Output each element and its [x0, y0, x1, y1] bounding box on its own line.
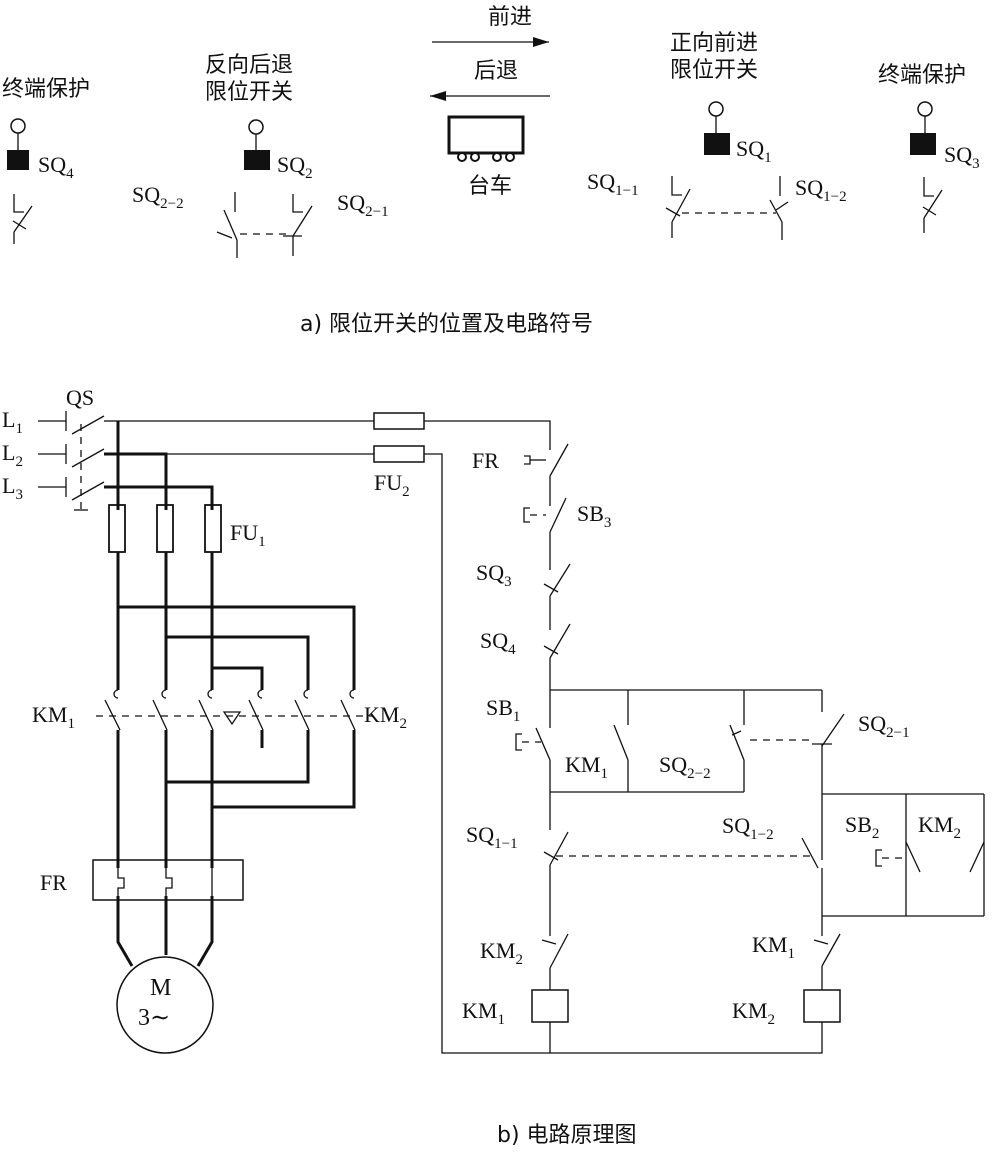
- fr-thermal-relay: [92, 859, 244, 901]
- backward-arrowhead: [430, 91, 446, 101]
- ctrl-fr-label: FR: [472, 448, 499, 473]
- km2-coil-label: KM2: [732, 998, 775, 1028]
- ctrl-sq3-label: SQ3: [476, 560, 512, 590]
- sq2-contact-pair-symbol: [216, 192, 313, 258]
- limit-switch-layout: 前进 后退 台车 终端保护 SQ4 反向后退 限: [2, 5, 980, 337]
- sq1-label: SQ1: [736, 136, 772, 166]
- reverse-limit-label-line1: 反向后退: [205, 53, 293, 78]
- sb1-button-icon: [515, 733, 522, 751]
- qs-knife-switch: [38, 411, 118, 511]
- km2-coil: [803, 989, 841, 1023]
- fr-heater-2: [165, 868, 173, 896]
- sb2-button-icon: [875, 849, 882, 867]
- main-power-circuit: QS L1 L2 L3: [2, 385, 407, 1054]
- l3-label: L3: [2, 473, 23, 503]
- km2-nc-label: KM2: [480, 938, 523, 968]
- sq1-2-label: SQ1−2: [795, 175, 847, 205]
- l1-label: L1: [2, 407, 23, 437]
- forward-label: 前进: [488, 5, 532, 30]
- sq2-limit-switch-icon: [244, 119, 270, 170]
- km1-coil: [531, 989, 569, 1023]
- l2-label: L2: [2, 440, 23, 470]
- reverse-limit-label-line2: 限位开关: [205, 80, 293, 105]
- fr-main-label: FR: [40, 870, 67, 895]
- control-circuit: FU2 FR SB3 SQ3 SQ4 SB1: [373, 412, 985, 1148]
- sq4-nc-contact-symbol: [12, 194, 33, 244]
- qs-label: QS: [66, 385, 94, 410]
- ctrl-sq2-1-label: SQ2−1: [858, 711, 910, 741]
- sq3-limit-switch-icon: [910, 101, 936, 155]
- backward-label: 后退: [474, 59, 518, 84]
- motor-phase-label: 3∼: [138, 1005, 170, 1031]
- km1-aux-label: KM1: [565, 752, 608, 782]
- ctrl-sq1-1-label: SQ1−1: [466, 822, 518, 852]
- sq1-contact-pair-symbol: [665, 176, 789, 240]
- sq3-label: SQ3: [944, 142, 980, 172]
- fu2-label: FU2: [374, 470, 410, 500]
- caption-b: b) 电路原理图: [497, 1123, 637, 1148]
- ctrl-sq4-label: SQ4: [480, 628, 516, 658]
- forward-arrowhead: [533, 37, 549, 47]
- caption-a: a) 限位开关的位置及电路符号: [300, 312, 593, 337]
- fu1-fuses: [108, 504, 222, 553]
- cart: [447, 115, 525, 162]
- sq4-label: SQ4: [38, 152, 74, 182]
- right-end-protection-label: 终端保护: [878, 63, 966, 88]
- fr-heater-1: [117, 868, 125, 896]
- km1-nc-label: KM1: [752, 932, 795, 962]
- sb1-label: SB1: [486, 695, 520, 725]
- sq1-limit-switch-icon: [704, 101, 730, 155]
- forward-limit-label-line1: 正向前进: [670, 31, 758, 56]
- ctrl-sq2-2-label: SQ2−2: [659, 752, 711, 782]
- motor-m-label: M: [150, 975, 171, 1001]
- sb2-label: SB2: [845, 812, 879, 842]
- fr-contact-actuator: [524, 455, 531, 465]
- fu1-label: FU1: [230, 520, 266, 550]
- mechanical-interlock-icon: [222, 711, 242, 726]
- sb3-label: SB3: [577, 501, 611, 531]
- sq3-nc-contact-symbol: [922, 177, 943, 233]
- sq4-limit-switch-icon: [7, 118, 29, 170]
- km2-aux-label: KM2: [918, 812, 961, 842]
- left-end-protection-label: 终端保护: [2, 77, 90, 102]
- sb3-button-icon: [523, 507, 530, 523]
- motor-icon: [116, 956, 214, 1054]
- sq1-1-label: SQ1−1: [587, 169, 639, 199]
- sq2-1-label: SQ2−1: [337, 190, 389, 220]
- sq2-label: SQ2: [277, 152, 313, 182]
- fu2-fuses: [373, 412, 425, 463]
- ctrl-sq1-2-label: SQ1−2: [722, 813, 774, 843]
- forward-limit-label-line2: 限位开关: [670, 58, 758, 83]
- sq2-2-label: SQ2−2: [132, 182, 184, 212]
- km1-main-label: KM1: [32, 702, 75, 732]
- km1-coil-label: KM1: [462, 998, 505, 1028]
- km2-main-label: KM2: [364, 702, 407, 732]
- cart-label: 台车: [468, 174, 512, 199]
- km2-main-contacts: [248, 689, 356, 731]
- km1-main-contacts: [104, 689, 214, 731]
